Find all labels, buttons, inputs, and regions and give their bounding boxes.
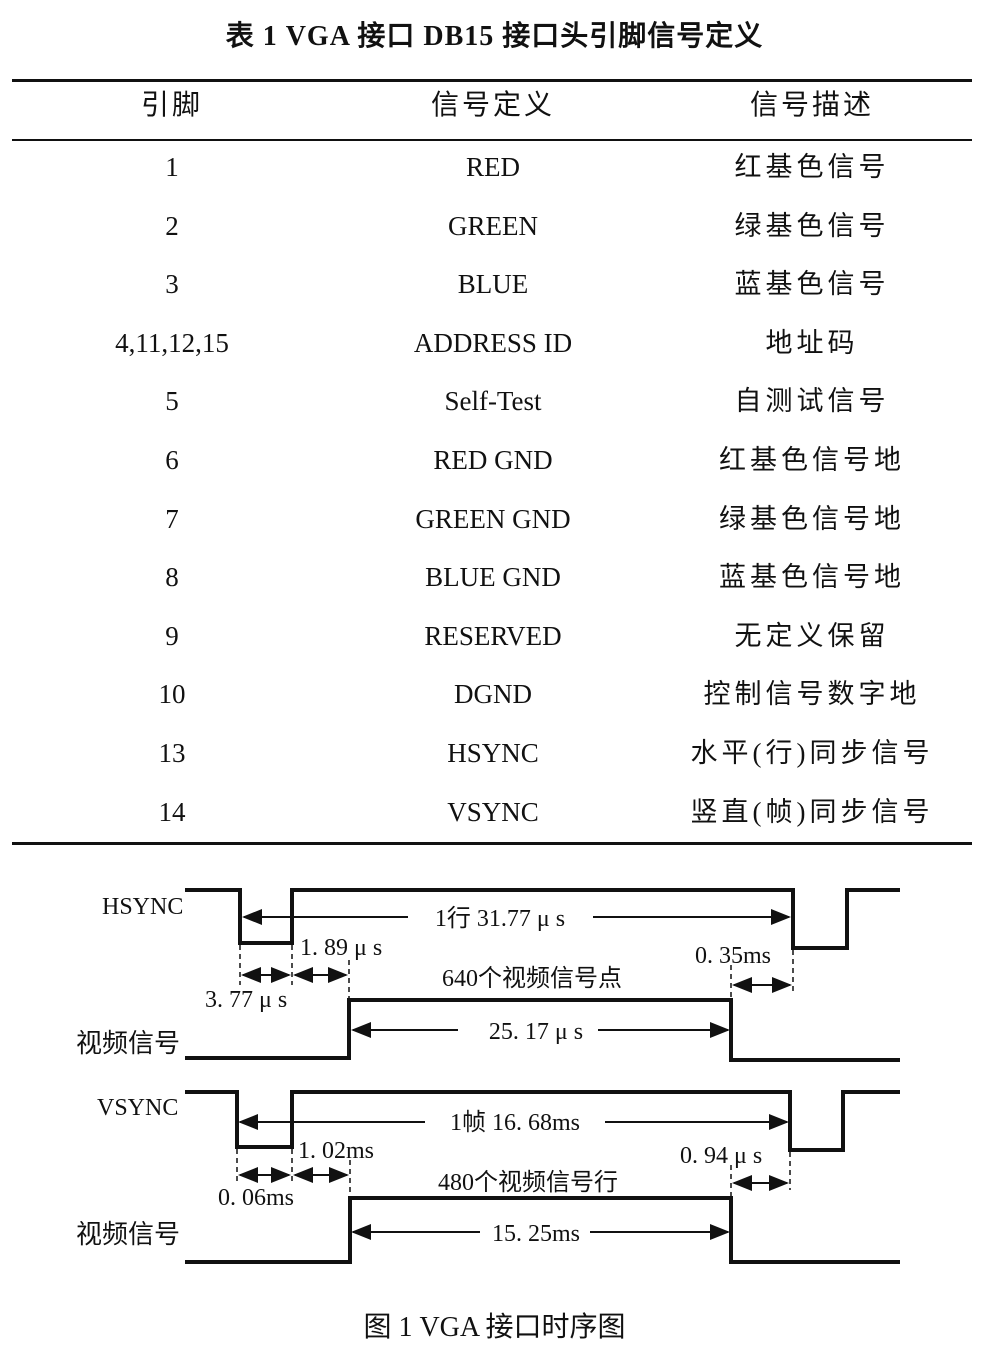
v-active-desc: 480个视频信号行: [438, 1169, 618, 1196]
v-active-time: 15. 25ms: [492, 1221, 580, 1247]
signal-cell: ADDRESS ID: [413, 327, 573, 358]
signal-cell: DGND: [454, 679, 532, 710]
vsync-label: VSYNC: [97, 1095, 178, 1121]
hsync-label: HSYNC: [102, 894, 183, 920]
table-title: 表 1 VGA 接口 DB15 接口头引脚信号定义: [225, 21, 764, 52]
pin-cell: 2: [165, 210, 179, 241]
pin-cell: 3: [165, 269, 179, 300]
signal-cell: GREEN GND: [415, 503, 571, 534]
signal-cell: HSYNC: [447, 738, 539, 768]
table-header-rule: [12, 139, 972, 141]
signal-cell: GREEN: [448, 210, 538, 241]
h-video-waveform: [185, 998, 900, 1062]
signal-cell: BLUE: [457, 269, 529, 300]
v-period-label: 1帧 16. 68ms: [450, 1109, 580, 1136]
pin-cell: 9: [165, 620, 179, 651]
signal-cell: RED GND: [433, 445, 553, 475]
h-sync-pulse-label: 3. 77 μ s: [205, 987, 287, 1013]
signal-cell: RED: [466, 152, 520, 182]
v-front-porch-label: 0. 94 μ s: [680, 1143, 762, 1169]
h-front-porch-label: 0. 35ms: [695, 943, 771, 969]
vsync-waveform: [185, 1090, 900, 1152]
v-video-waveform: [185, 1196, 900, 1264]
hsync-waveform: [185, 888, 900, 950]
signal-cell: VSYNC: [447, 796, 539, 827]
header-description: 信号描述: [749, 90, 874, 121]
description-cell: 地址码: [765, 327, 859, 358]
h-back-porch-label: 1. 89 μ s: [300, 935, 382, 961]
pin-cell: 5: [165, 386, 179, 417]
pin-cell: 4,11,12,15: [115, 327, 229, 358]
pin-cell: 13: [158, 738, 186, 768]
signal-cell: RESERVED: [424, 620, 562, 651]
pin-cell: 6: [165, 445, 179, 475]
description-cell: 无定义保留: [734, 620, 890, 651]
figure-caption: 图 1 VGA 接口时序图: [363, 1312, 626, 1343]
pin-cell: 10: [158, 679, 186, 710]
table-top-rule: [12, 79, 972, 82]
header-signal: 信号定义: [430, 90, 555, 121]
v-back-porch-label: 1. 02ms: [298, 1138, 374, 1164]
h-video-label: 视频信号: [76, 1029, 180, 1058]
signal-cell: Self-Test: [444, 386, 542, 417]
description-cell: 红基色信号地: [719, 445, 905, 475]
v-sync-pulse-label: 0. 06ms: [218, 1185, 294, 1211]
h-period-label: 1行 31.77 μ s: [435, 905, 565, 932]
description-cell: 蓝基色信号地: [719, 562, 905, 593]
table-bottom-rule: [12, 842, 972, 845]
description-cell: 蓝基色信号: [734, 269, 890, 300]
header-pin: 引脚: [140, 90, 203, 121]
h-active-time: 25. 17 μ s: [489, 1019, 583, 1045]
description-cell: 绿基色信号: [734, 210, 890, 241]
pin-cell: 8: [165, 562, 179, 593]
pin-cell: 1: [165, 152, 179, 182]
pin-cell: 7: [165, 503, 179, 534]
signal-cell: BLUE GND: [425, 562, 561, 593]
description-cell: 竖直(帧)同步信号: [690, 796, 934, 827]
description-cell: 红基色信号: [734, 152, 890, 182]
timing-diagram: HSYNC 视频信号 1行 31.77 μ s 1. 89 μ s 3. 77 …: [76, 888, 900, 1264]
description-cell: 控制信号数字地: [703, 679, 921, 710]
v-video-label: 视频信号: [76, 1220, 180, 1249]
pin-cell: 14: [158, 796, 186, 827]
description-cell: 自测试信号: [734, 386, 890, 417]
description-cell: 水平(行)同步信号: [690, 738, 934, 768]
h-active-desc: 640个视频信号点: [442, 965, 622, 992]
description-cell: 绿基色信号地: [719, 503, 905, 534]
